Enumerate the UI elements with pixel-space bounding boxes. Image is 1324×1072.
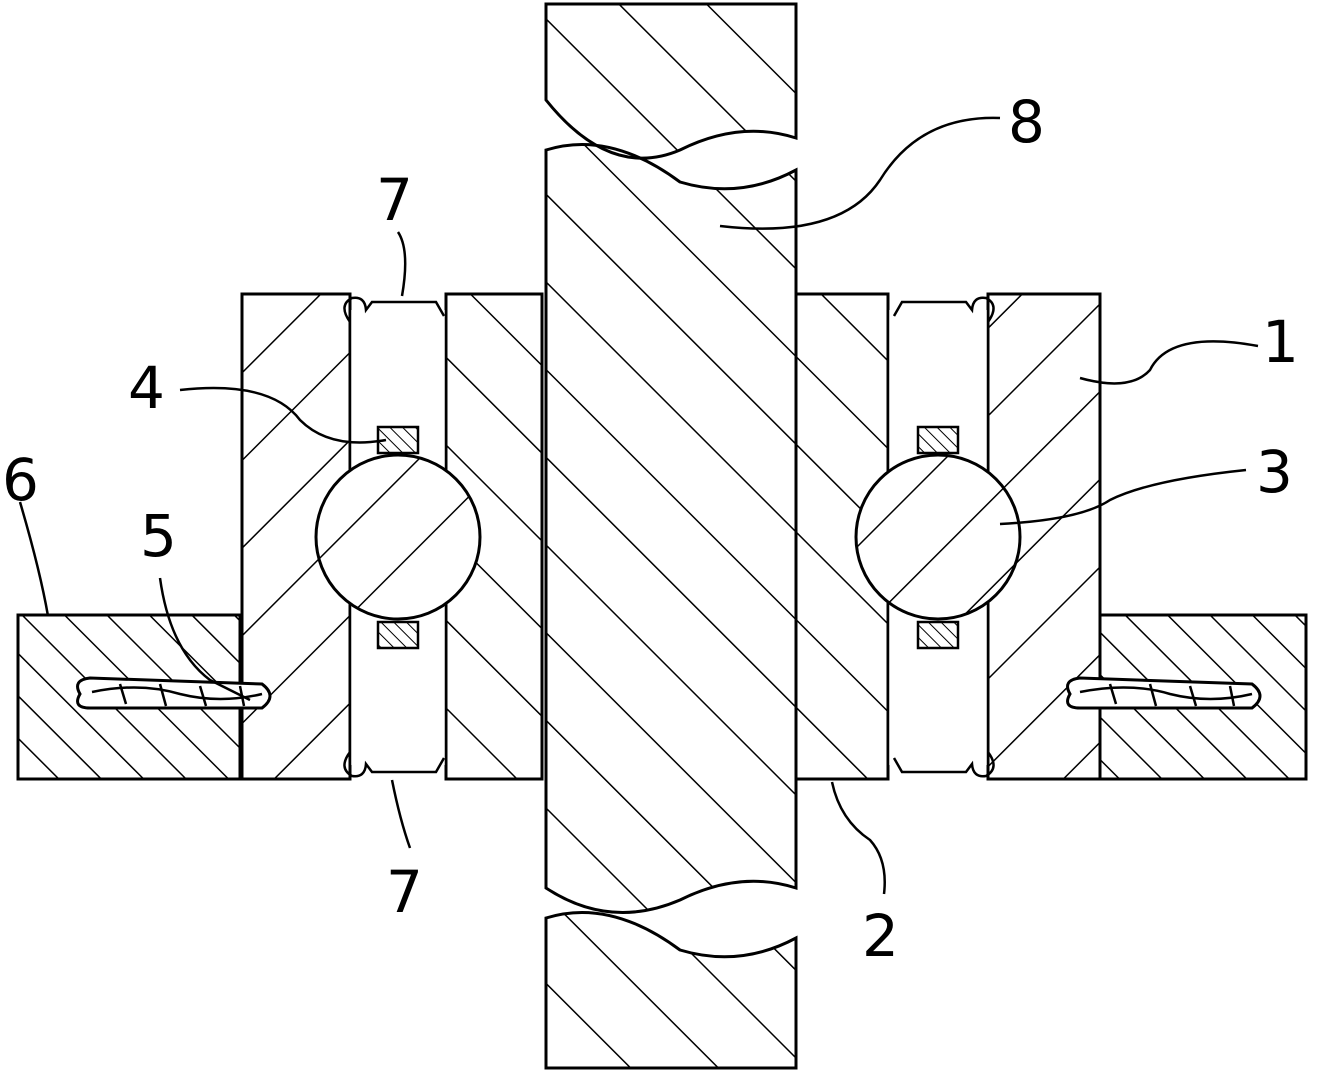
wire-pin-right <box>1066 676 1262 710</box>
label-5: 5 <box>140 502 177 570</box>
leader-3 <box>999 468 1247 526</box>
label-4: 4 <box>128 354 165 422</box>
leader-2 <box>830 781 886 895</box>
cage-top-right <box>916 425 960 455</box>
ball-right <box>854 453 1022 621</box>
cage-bottom-right <box>916 620 960 650</box>
label-8: 8 <box>1008 88 1045 156</box>
leader-4 <box>179 386 387 444</box>
leader-7-bottom <box>390 779 412 849</box>
shaft <box>544 2 798 1070</box>
leader-8 <box>719 116 1001 230</box>
label-2: 2 <box>862 902 899 970</box>
shaft-top-segment <box>544 2 798 160</box>
leader-1 <box>1079 340 1259 385</box>
shaft-bottom-segment <box>544 911 798 1070</box>
shaft-main-segment <box>544 143 798 914</box>
wire-pin-left <box>76 676 272 710</box>
label-3: 3 <box>1256 438 1293 506</box>
label-7-top: 7 <box>376 166 413 234</box>
leader-5 <box>158 577 251 702</box>
label-7-bottom: 7 <box>386 858 423 926</box>
seal-bottom-right <box>892 751 995 778</box>
label-1: 1 <box>1262 308 1299 376</box>
seal-top-left <box>343 296 446 323</box>
ball-left <box>314 453 482 621</box>
leader-6 <box>18 501 50 617</box>
seal-top-right <box>892 296 995 323</box>
cage-bottom-left <box>376 620 420 650</box>
seal-bottom-left <box>343 751 446 778</box>
leader-7-top <box>396 231 407 297</box>
label-6: 6 <box>2 446 39 514</box>
